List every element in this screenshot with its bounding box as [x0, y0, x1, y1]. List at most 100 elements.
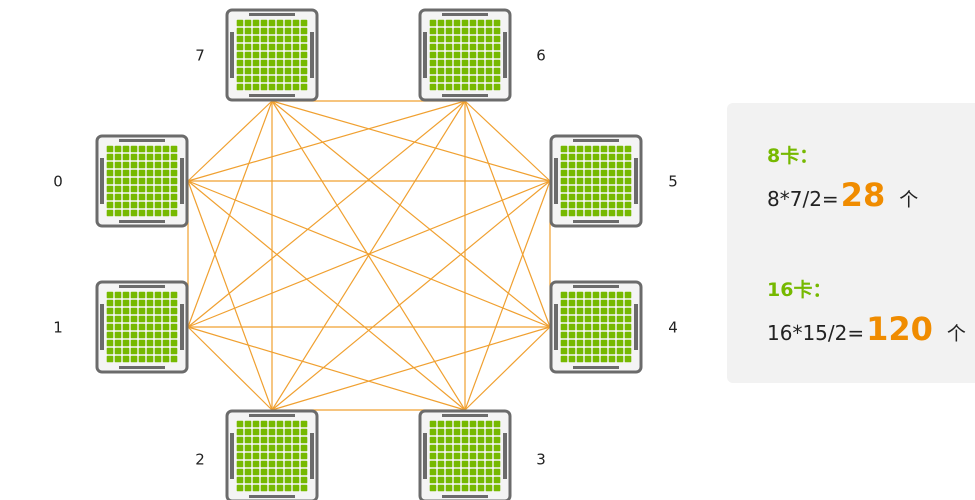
sixteen-gpu-unit: 个: [946, 323, 966, 345]
chip-core: [244, 444, 252, 452]
chip-clip: [503, 433, 507, 479]
chip-core: [106, 347, 114, 355]
chip-core: [568, 347, 576, 355]
gpu-label-5: 5: [668, 173, 678, 191]
chip-core: [461, 27, 469, 35]
chip-core: [493, 83, 501, 91]
chip-core: [568, 291, 576, 299]
chip-core: [146, 307, 154, 315]
chip-core: [616, 299, 624, 307]
chip-core: [154, 347, 162, 355]
chip-core: [616, 355, 624, 363]
chip-core: [429, 35, 437, 43]
chip-clip: [180, 304, 184, 350]
chip-core: [453, 468, 461, 476]
chip-core: [236, 428, 244, 436]
link-0-2: [187, 180, 273, 411]
chip-core: [170, 153, 178, 161]
chip-core: [437, 75, 445, 83]
chip-core: [170, 185, 178, 193]
chip-core: [106, 291, 114, 299]
chip-core: [493, 428, 501, 436]
chip-core: [284, 452, 292, 460]
chip-core: [252, 83, 260, 91]
chip-core: [252, 59, 260, 67]
chip-core: [616, 347, 624, 355]
chip-core: [162, 185, 170, 193]
chip-core: [576, 209, 584, 217]
chip-core: [260, 75, 268, 83]
link-2-4: [271, 326, 551, 411]
chip-core: [592, 169, 600, 177]
chip-core: [568, 161, 576, 169]
chip-core: [300, 83, 308, 91]
chip-core: [276, 51, 284, 59]
gpu-chip-4: [549, 280, 643, 374]
chip-core: [300, 59, 308, 67]
chip-core: [469, 19, 477, 27]
chip-core: [437, 35, 445, 43]
link-1-6: [187, 100, 466, 328]
chip-core: [284, 75, 292, 83]
gpu-chip-5: [549, 134, 643, 228]
chip-core: [485, 35, 493, 43]
chip-clip: [442, 495, 488, 498]
chip-core: [130, 169, 138, 177]
chip-core: [445, 452, 453, 460]
chip-core: [461, 444, 469, 452]
chip-core: [154, 299, 162, 307]
chip-core: [138, 177, 146, 185]
chip-core: [130, 299, 138, 307]
chip-core: [106, 339, 114, 347]
chip-core: [114, 193, 122, 201]
chip-core: [122, 331, 130, 339]
chip-core: [560, 193, 568, 201]
chip-core: [469, 27, 477, 35]
chip-core: [584, 331, 592, 339]
eight-gpu-block: 8卡： 8*7/2= 28 个: [767, 141, 918, 214]
chip-core: [600, 339, 608, 347]
chip-core: [252, 484, 260, 492]
chip-core: [260, 468, 268, 476]
chip-core: [260, 19, 268, 27]
chip-core: [477, 436, 485, 444]
chip-core: [146, 299, 154, 307]
chip-core: [429, 444, 437, 452]
chip-core: [300, 67, 308, 75]
chip-core: [284, 19, 292, 27]
chip-core: [560, 347, 568, 355]
chip-core: [608, 291, 616, 299]
chip-clip: [119, 285, 165, 288]
chip-core: [300, 43, 308, 51]
chip-core: [477, 83, 485, 91]
gpu-chip-3: [418, 409, 512, 500]
chip-core: [236, 51, 244, 59]
chip-core: [252, 420, 260, 428]
chip-core: [616, 169, 624, 177]
chip-core: [600, 193, 608, 201]
chip-core: [138, 209, 146, 217]
chip-core: [461, 476, 469, 484]
chip-core: [592, 331, 600, 339]
chip-core: [300, 75, 308, 83]
chip-core: [292, 35, 300, 43]
chip-core: [616, 323, 624, 331]
chip-core: [122, 193, 130, 201]
chip-core: [146, 291, 154, 299]
chip-core: [461, 75, 469, 83]
chip-core: [268, 27, 276, 35]
chip-core: [284, 43, 292, 51]
chip-core: [154, 169, 162, 177]
sixteen-gpu-title: 16卡：: [767, 279, 832, 301]
gpu-label-6: 6: [536, 47, 546, 65]
chip-core: [122, 339, 130, 347]
chip-core: [584, 185, 592, 193]
chip-core: [114, 339, 122, 347]
chip-core: [453, 67, 461, 75]
chip-clip: [119, 220, 165, 223]
chip-core: [453, 428, 461, 436]
link-3-5: [464, 180, 551, 411]
chip-core: [592, 209, 600, 217]
chip-core: [236, 43, 244, 51]
chip-core: [300, 420, 308, 428]
